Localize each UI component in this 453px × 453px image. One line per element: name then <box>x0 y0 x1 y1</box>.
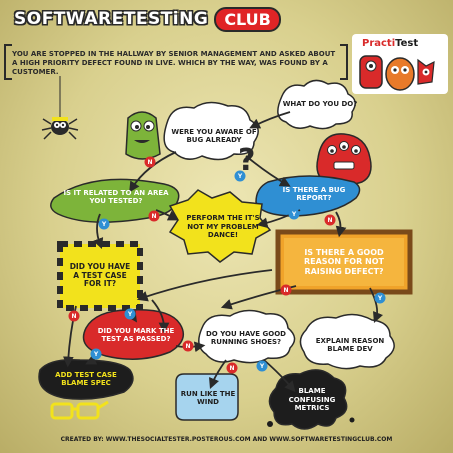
title-main: SOFTWARETESTiNG <box>14 9 209 29</box>
node-not-my-problem: PERFORM THE IT'S NOT MY PROBLEM DANCE! <box>186 214 260 240</box>
intro-bracket-right <box>340 44 348 80</box>
blob-add-test-case <box>38 358 134 400</box>
label-yes: Y <box>377 294 383 302</box>
label-no: N <box>327 216 333 224</box>
node-related-to-area: IS IT RELATED TO AN AREA YOU TESTED? <box>63 188 169 206</box>
node-add-test-case: ADD TEST CASE BLAME SPEC <box>55 370 117 388</box>
label-yes: Y <box>101 220 107 228</box>
logo-monsters-icon <box>359 55 435 91</box>
logo-prefix: Practi <box>362 38 396 49</box>
node-blame-metrics: BLAME CONFUSING METRICS <box>288 387 336 413</box>
label-no: N <box>185 342 191 350</box>
box-run-like-wind <box>175 373 239 421</box>
cloud-explain-reason <box>299 313 395 370</box>
spider-icon <box>41 117 79 140</box>
label-no: N <box>283 286 289 294</box>
label-no: N <box>147 158 153 166</box>
label-yes: Y <box>259 362 265 370</box>
label-no: N <box>151 212 157 220</box>
svg-text:?: ? <box>238 143 255 178</box>
logo-suffix: Test <box>395 38 419 49</box>
node-mark-passed: DID YOU MARK THE TEST AS PASSED? <box>97 326 175 344</box>
label-no: N <box>71 312 77 320</box>
label-yes: Y <box>93 350 99 358</box>
leaf-related-to-area <box>50 178 180 223</box>
title-club-badge: CLUB <box>214 6 281 32</box>
label-yes: Y <box>291 210 297 218</box>
blob-mark-passed <box>82 309 185 360</box>
node-running-shoes: DO YOU HAVE GOOD RUNNING SHOES? <box>206 329 286 347</box>
label-no: N <box>229 364 235 372</box>
cloud-running-shoes <box>198 309 296 364</box>
practitest-logo-text: PractiTest <box>362 38 418 49</box>
node-aware-of-bug: WERE YOU AWARE OF BUG ALREADY <box>171 127 257 145</box>
cloud-what-do-you-do <box>277 79 356 130</box>
node-run-like-wind: RUN LIKE THE WIND <box>180 389 236 407</box>
poster-title: SOFTWARETESTiNG CLUB <box>14 6 334 32</box>
cloud-aware-of-bug <box>163 101 259 161</box>
node-test-case: DID YOU HAVE A TEST CASE FOR IT? <box>69 262 131 289</box>
decision-markers <box>68 156 386 374</box>
node-good-reason: IS THERE A GOOD REASON FOR NOT RAISING D… <box>303 247 385 276</box>
node-explain-reason: EXPLAIN REASON BLAME DEV <box>315 336 385 354</box>
intro-text: YOU ARE STOPPED IN THE HALLWAY BY SENIOR… <box>12 50 336 76</box>
burst-not-my-problem <box>168 189 272 263</box>
label-yes: Y <box>237 172 243 180</box>
footer-credit: CREATED BY: www.thesocialtester.posterou… <box>60 436 393 443</box>
label-yes: Y <box>127 310 133 318</box>
glasses-icon <box>50 400 109 420</box>
intro-bracket-left <box>4 44 12 80</box>
green-monster-icon <box>125 111 161 160</box>
node-bug-report: IS THERE A BUG REPORT? <box>282 185 346 203</box>
node-what-do-you-do: WHAT DO YOU DO? <box>282 99 358 108</box>
